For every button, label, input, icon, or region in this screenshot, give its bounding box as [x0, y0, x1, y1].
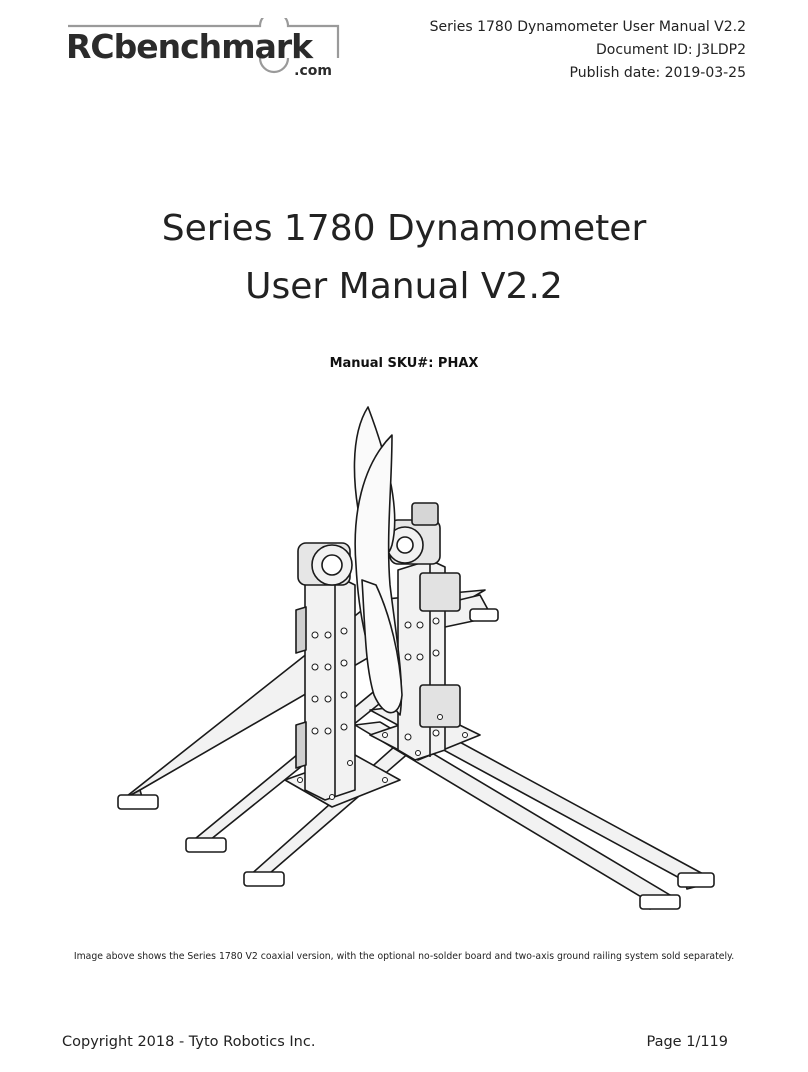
propeller-blade-lower [361, 579, 403, 714]
logo-domain: .com [294, 63, 332, 79]
header-meta: Series 1780 Dynamometer User Manual V2.2… [430, 16, 746, 85]
motor-left [297, 542, 353, 586]
manual-sku: Manual SKU#: PHAX [329, 356, 479, 371]
rcbenchmark-logo: RCbenchmark .com [66, 18, 340, 79]
footer-page-number: Page 1/119 [646, 1034, 729, 1050]
logo-outline [68, 18, 340, 58]
tower-left [295, 574, 356, 801]
tower-holes [297, 617, 468, 800]
header-doc-title: Series 1780 Dynamometer User Manual V2.2 [429, 19, 746, 35]
title-line-1: Series 1780 Dynamometer [161, 208, 647, 249]
logo-outline-lower [258, 57, 290, 74]
image-caption: Image above shows the Series 1780 V2 coa… [73, 951, 735, 962]
dynamometer-illustration [117, 406, 715, 910]
logo-wordmark: RCbenchmark [66, 27, 314, 66]
page-title: Series 1780 Dynamometer User Manual V2.2 [0, 200, 808, 316]
title-line-2: User Manual V2.2 [245, 266, 563, 307]
rail-feet [117, 608, 715, 910]
motor-right [386, 502, 441, 565]
footer-copyright: Copyright 2018 - Tyto Robotics Inc. [62, 1034, 316, 1050]
header-publish-date: Publish date: 2019-03-25 [569, 65, 746, 81]
header-document-id: Document ID: J3LDP2 [595, 42, 746, 58]
